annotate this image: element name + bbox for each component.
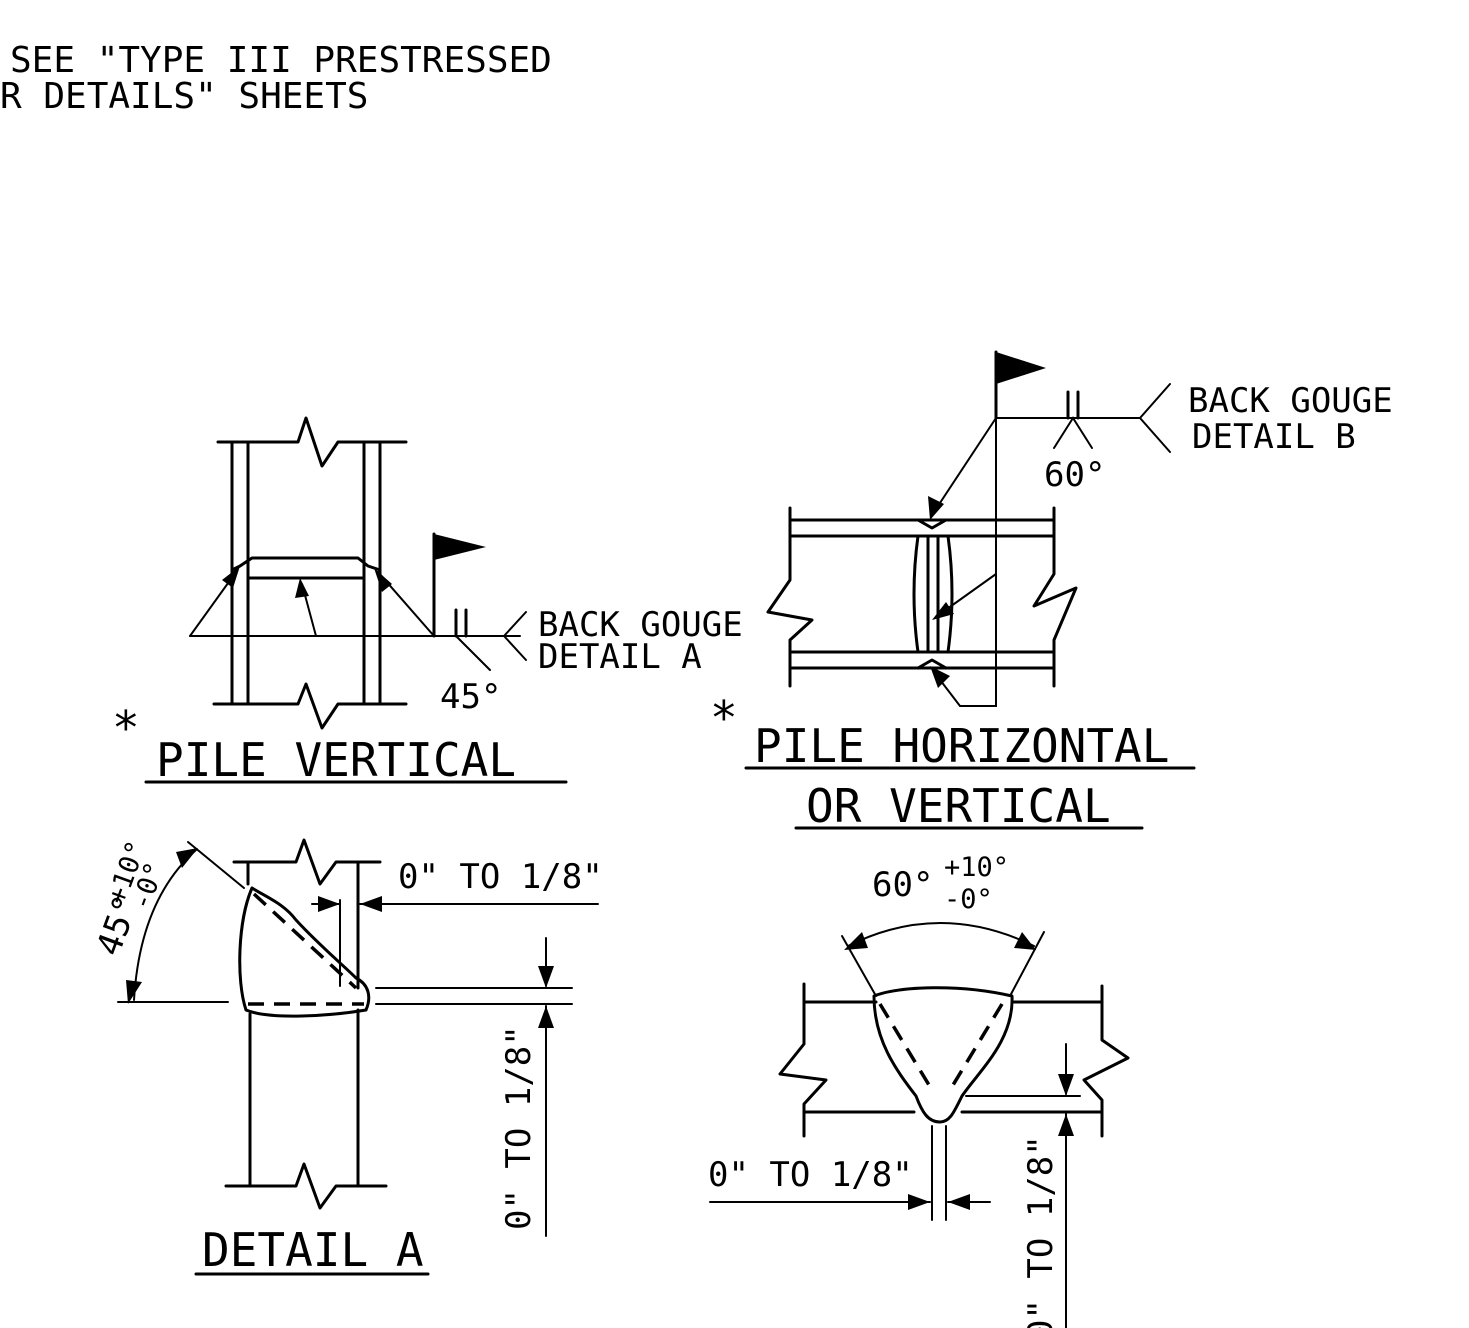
groove-angle-label: 60° bbox=[872, 865, 933, 905]
back-gouge-label: BACK GOUGE bbox=[538, 605, 743, 645]
asterisk-mark: * bbox=[112, 701, 140, 755]
groove-angle-label: 60° bbox=[1044, 455, 1105, 495]
field-weld-flag-icon bbox=[996, 352, 1046, 384]
top-break-line bbox=[232, 838, 382, 886]
field-weld-flag-icon bbox=[434, 534, 486, 560]
detail-b-view: 60° +10° -0° 0" TO 1/8" 0" TO 1/8" bbox=[708, 852, 1130, 1328]
bottom-break-line bbox=[224, 1162, 388, 1210]
note-line-2: R DETAILS" SHEETS bbox=[0, 76, 368, 117]
gap-dimension: 0" TO 1/8" bbox=[708, 1155, 913, 1195]
weld-bead bbox=[872, 986, 1014, 1124]
right-break-line bbox=[1082, 984, 1130, 1138]
note-line-1: SEE "TYPE III PRESTRESSED bbox=[10, 40, 552, 81]
asterisk-mark: * bbox=[710, 691, 738, 745]
vee-symbol bbox=[1053, 416, 1093, 449]
detail-ref-label: DETAIL A bbox=[538, 637, 702, 677]
weld-bead bbox=[238, 886, 371, 1018]
bevel-symbol bbox=[455, 635, 491, 671]
pile-horizontal-title: PILE HORIZONTAL bbox=[754, 719, 1169, 773]
root-opening-dimension: 0" TO 1/8" bbox=[499, 1025, 539, 1230]
pile-vertical-view: BACK GOUGE DETAIL A 45° * PILE VERTICAL bbox=[112, 416, 743, 787]
right-break-line bbox=[1032, 506, 1078, 688]
top-break-line bbox=[216, 416, 408, 468]
left-break-line bbox=[766, 506, 814, 688]
general-note: SEE "TYPE III PRESTRESSED R DETAILS" SHE… bbox=[0, 40, 552, 117]
root-opening-dimension: 0" TO 1/8" bbox=[1021, 1135, 1061, 1328]
detail-ref-label: DETAIL B bbox=[1192, 417, 1356, 457]
groove-angle-plus: +10° bbox=[944, 852, 1009, 883]
pile-vertical-title: PILE VERTICAL bbox=[156, 733, 516, 787]
back-gouge-label: BACK GOUGE bbox=[1188, 381, 1393, 421]
gap-dimension: 0" TO 1/8" bbox=[398, 857, 603, 897]
pile-horizontal-title-2: OR VERTICAL bbox=[806, 779, 1111, 833]
left-break-line bbox=[778, 982, 828, 1138]
detail-a-title: DETAIL A bbox=[202, 1223, 424, 1277]
detail-a-view: 45° +10° -0° 0" TO 1/8" 0" TO 1/8" DETAI… bbox=[89, 837, 603, 1277]
groove-angle-minus: -0° bbox=[944, 884, 993, 915]
bottom-break-line bbox=[212, 682, 408, 730]
bevel-angle-label: 45° bbox=[440, 677, 501, 717]
pile-horizontal-view: BACK GOUGE DETAIL B 60° * PILE HORIZONTA… bbox=[710, 350, 1393, 833]
